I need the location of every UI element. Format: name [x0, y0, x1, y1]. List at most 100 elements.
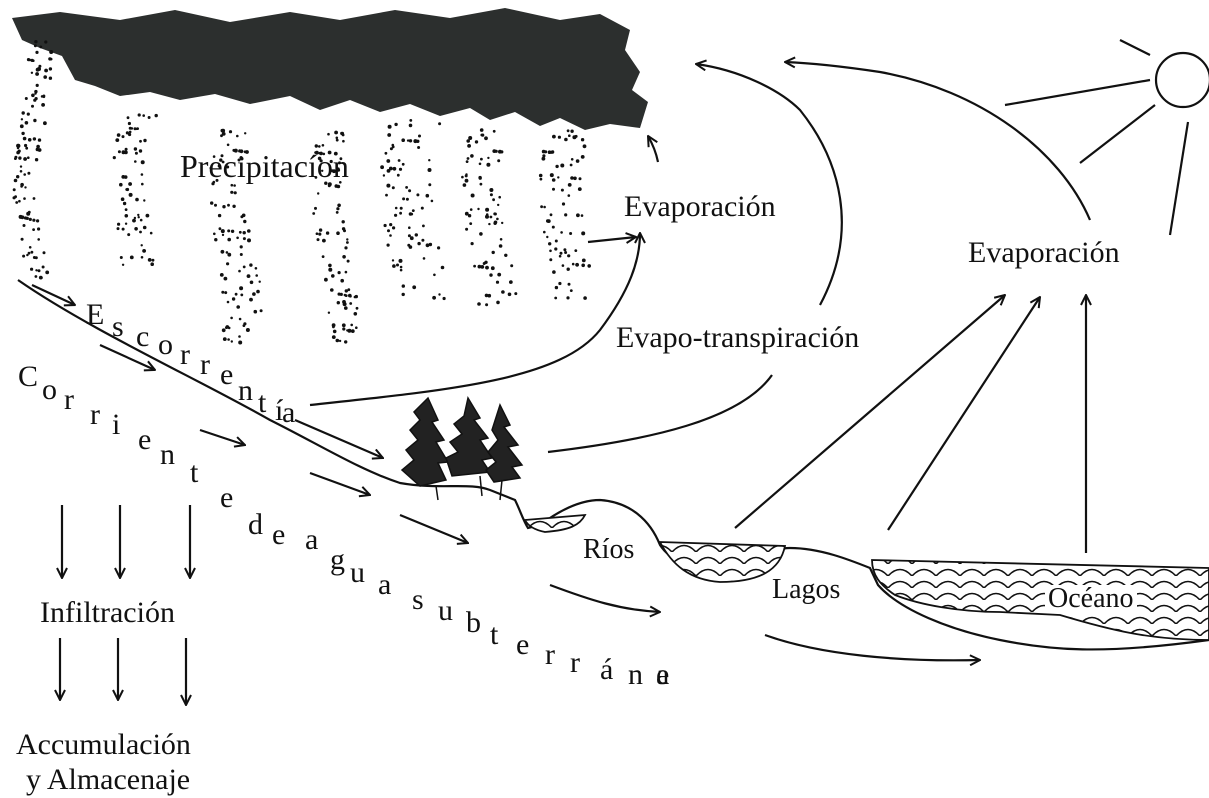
rain-dot [39, 45, 43, 49]
label-char: e [656, 658, 670, 691]
rain-dot [470, 193, 475, 198]
rain-dot [430, 199, 434, 203]
rain-dot [312, 212, 316, 215]
rain-dot [233, 191, 237, 195]
rain-dot [437, 246, 441, 250]
rain-dot [566, 129, 570, 133]
rain-dot [406, 139, 410, 142]
label-char: a [656, 658, 670, 691]
rain-dot [510, 264, 514, 268]
rain-dot [486, 162, 491, 167]
rain-dot [402, 197, 406, 201]
rain-dot [41, 265, 45, 269]
rain-dot [317, 156, 322, 161]
rain-dot [32, 59, 35, 62]
rain-dot [469, 222, 473, 226]
rain-dot [401, 162, 405, 166]
rain-dot [134, 160, 137, 163]
rain-dot [30, 250, 34, 254]
rain-dot [432, 295, 436, 300]
rain-dot [544, 150, 548, 154]
label-char: b [466, 606, 481, 639]
rain-dot [555, 164, 559, 169]
rain-dot [221, 328, 226, 333]
rain-dot [341, 220, 345, 224]
rain-dot [124, 147, 128, 151]
rain-dot [142, 249, 147, 253]
label-char: a [305, 523, 319, 556]
rain-dot [219, 158, 223, 162]
rain-dot [151, 258, 155, 262]
rain-dot [245, 328, 250, 332]
label-char: n [238, 374, 253, 407]
rain-dot [121, 135, 125, 139]
rain-dot [119, 256, 123, 259]
rain-dot [485, 207, 490, 212]
rain-dot [580, 138, 585, 142]
rain-dot [567, 282, 571, 286]
rain-dot [567, 183, 572, 187]
rain-dot [343, 293, 347, 297]
rain-dot [12, 188, 16, 192]
rain-dot [336, 231, 340, 235]
rain-dot [338, 161, 341, 165]
rain-dot [35, 67, 40, 72]
rain-dot [37, 227, 41, 231]
rain-dot [539, 177, 543, 181]
rain-dot [331, 335, 336, 339]
rain-dot [20, 237, 24, 241]
rain-dot [318, 232, 322, 236]
rain-dot [401, 138, 406, 142]
rain-dot [253, 309, 258, 314]
rain-dot [338, 339, 342, 343]
rain-dot [564, 213, 568, 217]
rain-dot [133, 216, 137, 220]
label-char: e [516, 628, 530, 661]
rain-dot [577, 187, 582, 192]
rain-dot [246, 274, 251, 278]
rain-dot [327, 184, 331, 188]
rain-dot [344, 270, 348, 274]
rain-dot [49, 57, 53, 61]
rain-dot [578, 177, 582, 181]
rain-dot [492, 198, 495, 202]
rain-dot [226, 165, 230, 169]
rain-dot [344, 289, 348, 293]
label-char: e [138, 423, 152, 456]
rain-dot [569, 232, 573, 235]
rain-dot [27, 138, 32, 142]
rain-dot [327, 132, 330, 136]
rain-dot [440, 265, 445, 270]
rain-dot [389, 223, 393, 227]
rain-dot [342, 254, 346, 259]
rain-dot [566, 296, 570, 300]
rain-dot [438, 293, 441, 296]
rain-dot [30, 71, 34, 75]
rain-dot [242, 237, 246, 241]
rain-dot [425, 193, 430, 198]
rain-dot [344, 340, 348, 344]
rain-dot [485, 213, 489, 216]
rain-dot [16, 143, 21, 148]
rain-dot [481, 133, 485, 137]
rain-dot [484, 293, 489, 298]
rain-dot [239, 245, 243, 249]
rain-dot [568, 134, 571, 137]
rain-dot [549, 258, 553, 262]
rain-dot [582, 144, 587, 149]
rain-dot [28, 217, 32, 221]
rain-dot [115, 138, 120, 143]
rain-dot [254, 267, 258, 270]
label-char: s [412, 583, 424, 616]
rain-dot [576, 213, 580, 218]
rain-dot [339, 157, 343, 161]
rain-dot [343, 229, 346, 233]
rain-dot [464, 174, 468, 178]
rain-dot [221, 160, 225, 164]
rain-dot [233, 148, 238, 153]
rain-dot [327, 150, 332, 155]
label-char: o [158, 328, 173, 361]
rain-dot [219, 273, 224, 277]
rain-dot [223, 276, 228, 281]
